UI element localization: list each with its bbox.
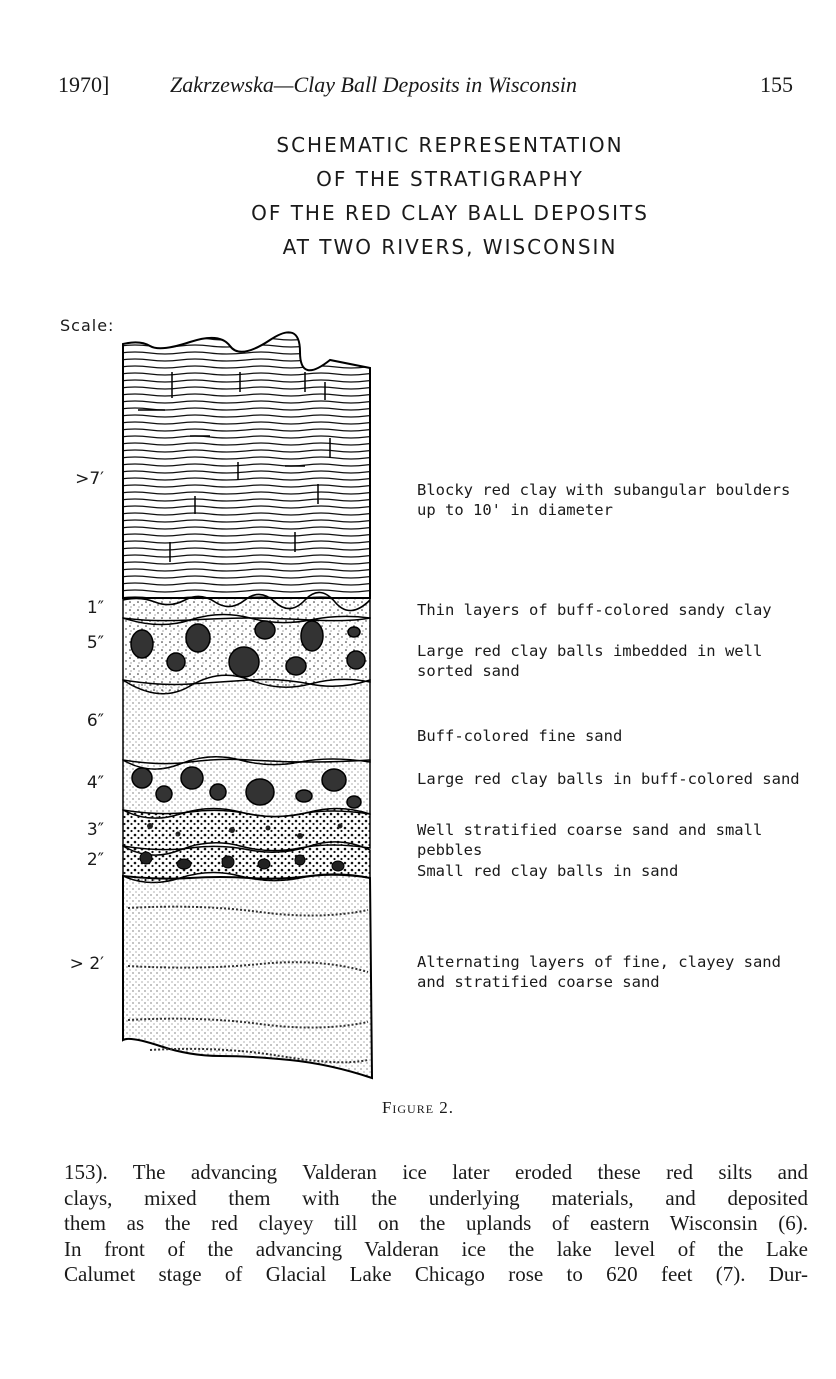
column-layers xyxy=(122,331,374,1080)
body-line: Calumet stage of Glacial Lake Chicago ro… xyxy=(64,1262,808,1286)
thickness-label: > 2′ xyxy=(69,954,104,974)
scale-label: Scale: xyxy=(60,316,115,335)
figure-title: SCHEMATIC REPRESENTATION OF THE STRATIGR… xyxy=(200,128,700,264)
body-line: In front of the advancing Valderan ice t… xyxy=(64,1236,808,1261)
body-line: 153). The advancing Valderan ice later e… xyxy=(64,1160,808,1184)
thickness-label: 2″ xyxy=(86,850,104,870)
body-line: them as the red clayey till on the uplan… xyxy=(64,1211,808,1235)
layer-description: Small red clay balls in sand xyxy=(417,862,679,880)
layer-buff-fine-sand xyxy=(122,678,371,770)
clay-balls-large xyxy=(130,620,366,678)
body-paragraph: 153). The advancing Valderan ice later e… xyxy=(64,1160,808,1288)
thickness-label: 3″ xyxy=(86,820,104,840)
clay-fractures xyxy=(138,372,331,562)
figure-title-line: OF THE STRATIGRAPHY xyxy=(316,167,584,191)
page-number: 155 xyxy=(760,72,793,97)
thickness-label: 6″ xyxy=(86,711,104,731)
figure-title-line: OF THE RED CLAY BALL DEPOSITS xyxy=(251,201,649,225)
page-header-year: 1970] xyxy=(58,72,110,97)
body-line: clays, mixed them with the underlying ma… xyxy=(64,1185,808,1210)
thickness-label: >7′ xyxy=(75,469,104,489)
layer-description: Well stratified coarse sand and small pe… xyxy=(417,821,763,859)
clay-balls-small xyxy=(139,851,345,872)
page-header-title: Zakrzewska—Clay Ball Deposits in Wiscons… xyxy=(170,72,577,97)
figure-caption: Figure 2. xyxy=(381,1098,455,1117)
thickness-label: 5″ xyxy=(86,633,104,653)
pebbles xyxy=(147,823,343,839)
coarse-sand-bands xyxy=(127,905,369,1064)
layer-description: Large red clay balls in buff-colored san… xyxy=(417,770,800,788)
thickness-label: 1″ xyxy=(86,598,104,618)
layer-description: Buff-colored fine sand xyxy=(417,727,623,745)
figure-title-line: SCHEMATIC REPRESENTATION xyxy=(276,133,624,157)
thickness-label: 4″ xyxy=(86,773,104,793)
layer-description: Alternating layers of fine, clayey sand … xyxy=(417,953,781,991)
figure-title-line: AT TWO RIVERS, WISCONSIN xyxy=(282,235,618,259)
layer-alternating-sand xyxy=(122,873,374,1080)
layer-description: Blocky red clay with subangular boulders… xyxy=(417,481,791,519)
clay-balls-medium xyxy=(131,766,362,809)
layer-blocky-red-clay xyxy=(122,331,371,599)
layer-description: Large red clay balls imbedded in well so… xyxy=(417,642,763,680)
layer-coarse-sand-pebbles xyxy=(122,807,371,856)
layer-description: Thin layers of buff-colored sandy clay xyxy=(417,601,772,619)
